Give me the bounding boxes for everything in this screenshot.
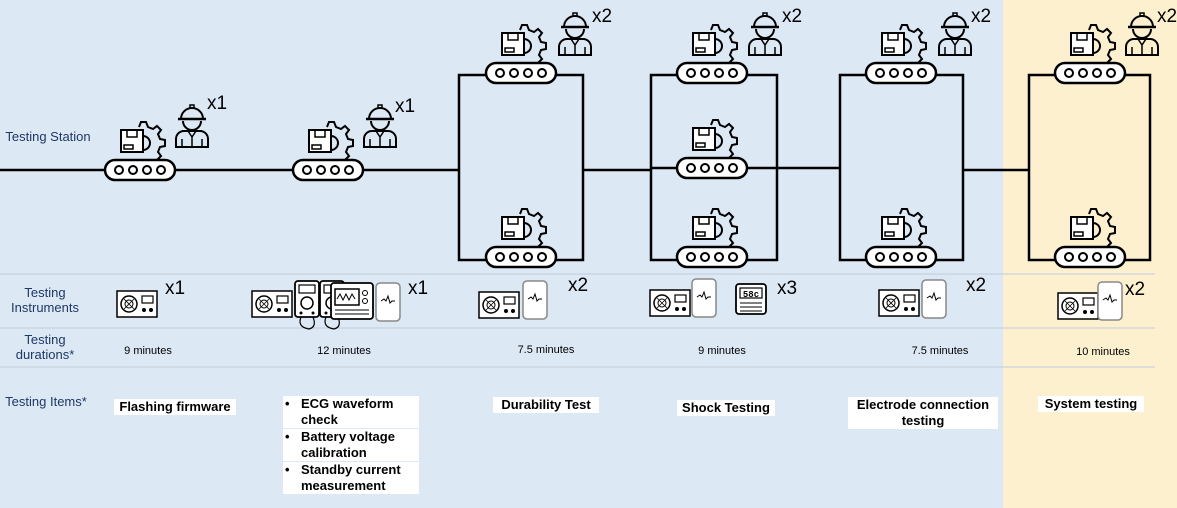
station-2-operator-count: x1 <box>395 96 416 117</box>
station-6-duration: 10 minutes <box>1076 346 1130 358</box>
station-4-ecg-device-icon <box>691 278 717 318</box>
station-4-instrument-count: x3 <box>777 278 798 299</box>
list-item: •Standby current measurement <box>283 462 419 494</box>
station-1-power-supply-icon <box>116 290 158 318</box>
row-separators <box>0 273 1155 368</box>
station-4-digital-meter-icon <box>735 283 767 315</box>
station-6-power-supply-icon <box>1057 292 1099 320</box>
station-5-instrument-count: x2 <box>966 275 987 296</box>
station-1-operator-count: x1 <box>207 93 228 114</box>
station-5-duration: 7.5 minutes <box>911 345 969 357</box>
list-item: •Battery voltage calibration <box>283 429 419 461</box>
station-5-ecg-device-icon <box>921 279 947 319</box>
row-label-instruments: Testing Instruments <box>11 285 79 315</box>
station-2-ecg-device-icon <box>375 282 401 322</box>
station-5-operator-count: x2 <box>971 6 992 27</box>
station-1-instrument-count: x1 <box>165 278 186 299</box>
station-4-test-item: Shock Testing <box>677 400 775 416</box>
row-label-durations: Testing durations* <box>15 332 75 362</box>
station-2-duration: 12 minutes <box>317 345 371 357</box>
list-item: •ECG waveform check <box>283 396 419 428</box>
station-2-power-supply-icon <box>251 290 293 318</box>
station-6-ecg-device-icon <box>1097 281 1123 321</box>
station-3-duration: 7.5 minutes <box>517 344 575 356</box>
station-3-test-item: Durability Test <box>493 397 599 413</box>
station-3-operator-count: x2 <box>592 6 613 27</box>
station-1-duration: 9 minutes <box>124 345 172 357</box>
station-4-duration: 9 minutes <box>698 345 746 357</box>
station-2-test-items-list: •ECG waveform check •Battery voltage cal… <box>283 396 419 495</box>
station-3-ecg-device-icon <box>522 280 548 320</box>
station-3-power-supply-icon <box>478 291 520 319</box>
station-4-operator-count: x2 <box>782 6 803 27</box>
station-4-power-supply-icon <box>649 289 691 317</box>
station-6-instrument-count: x2 <box>1125 279 1146 300</box>
station-6-operator-count: x2 <box>1157 6 1177 27</box>
station-3-instrument-count: x2 <box>568 275 589 296</box>
row-label-station: Testing Station <box>5 129 91 144</box>
row-label-items: Testing Items* <box>5 394 87 409</box>
station-1-test-item: Flashing firmware <box>114 399 236 415</box>
station-6-test-item: System testing <box>1038 396 1144 412</box>
station-5-power-supply-icon <box>878 289 920 317</box>
station-2-oscilloscope-icon <box>330 282 374 320</box>
station-5-test-item: Electrode connection testing <box>848 397 998 429</box>
station-2-instrument-count: x1 <box>408 278 429 299</box>
